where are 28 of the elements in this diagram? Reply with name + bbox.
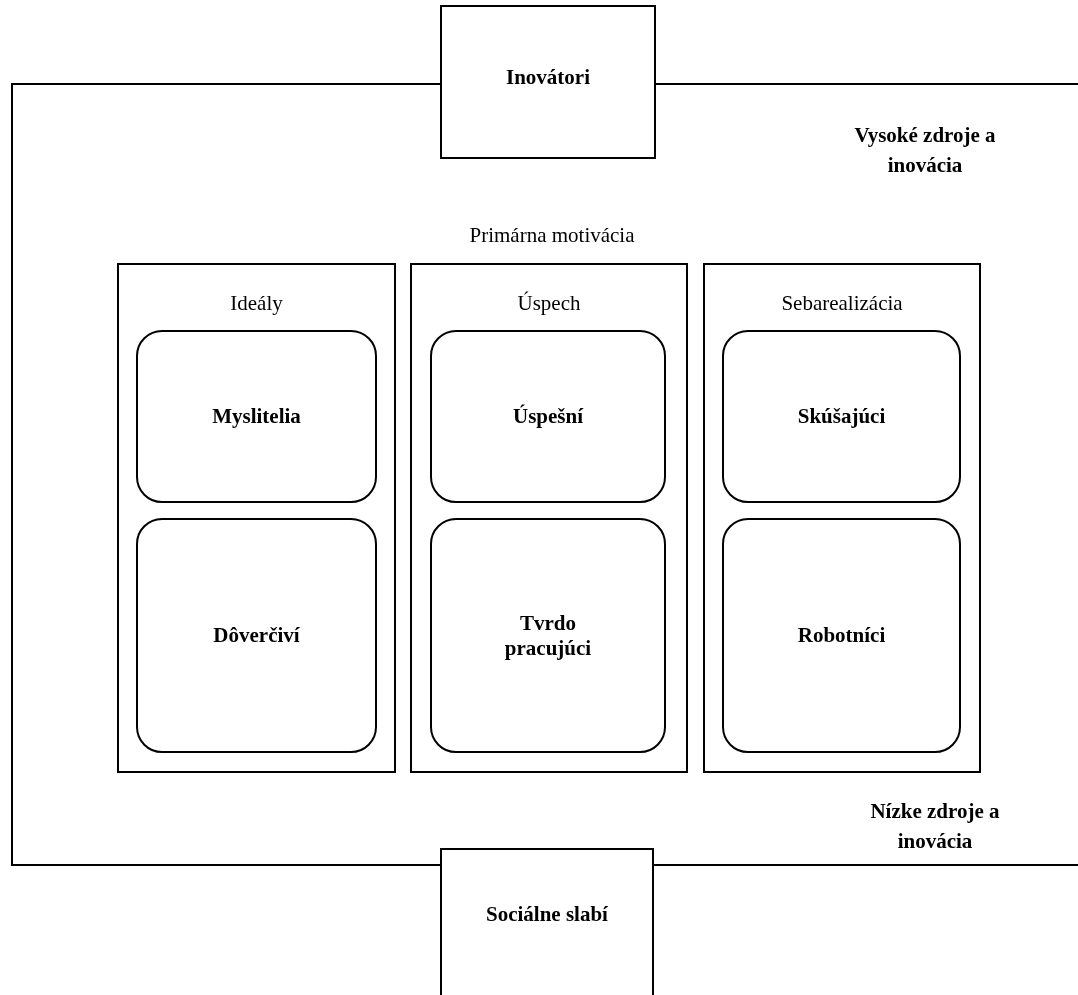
motivation-column — [410, 263, 688, 773]
resource-label: Nízke zdroje a inovácia — [869, 798, 1001, 855]
segment-name: Úspešní — [512, 404, 585, 429]
column-heading: Sebarealizácia — [780, 291, 904, 316]
segment-box — [440, 5, 656, 159]
resource-label: Vysoké zdroje a inovácia — [853, 122, 997, 179]
segment-box — [430, 330, 666, 503]
segment-name: Dôverčiví — [212, 623, 301, 648]
segment-box — [722, 330, 961, 503]
motivation-column — [703, 263, 981, 773]
segment-name: Sociálne slabí — [486, 902, 608, 928]
column-heading: Ideály — [229, 291, 284, 316]
connector-line — [653, 864, 1078, 866]
segment-name: Myslitelia — [211, 404, 302, 429]
segment-name: Robotníci — [796, 623, 887, 648]
segment-name: Skúšajúci — [796, 404, 887, 429]
segment-box — [722, 518, 961, 753]
segment-name: Inovátori — [506, 65, 590, 91]
segment-box — [136, 330, 377, 503]
segment-box — [430, 518, 666, 753]
segment-box — [136, 518, 377, 753]
motivation-column — [117, 263, 396, 773]
connector-line — [655, 83, 1078, 85]
axis-title: Primárna motivácia — [468, 222, 636, 249]
connector-line — [11, 83, 441, 866]
segment-name: Tvrdo pracujúci — [503, 610, 593, 661]
segment-box — [440, 848, 654, 995]
column-heading: Úspech — [516, 291, 582, 316]
